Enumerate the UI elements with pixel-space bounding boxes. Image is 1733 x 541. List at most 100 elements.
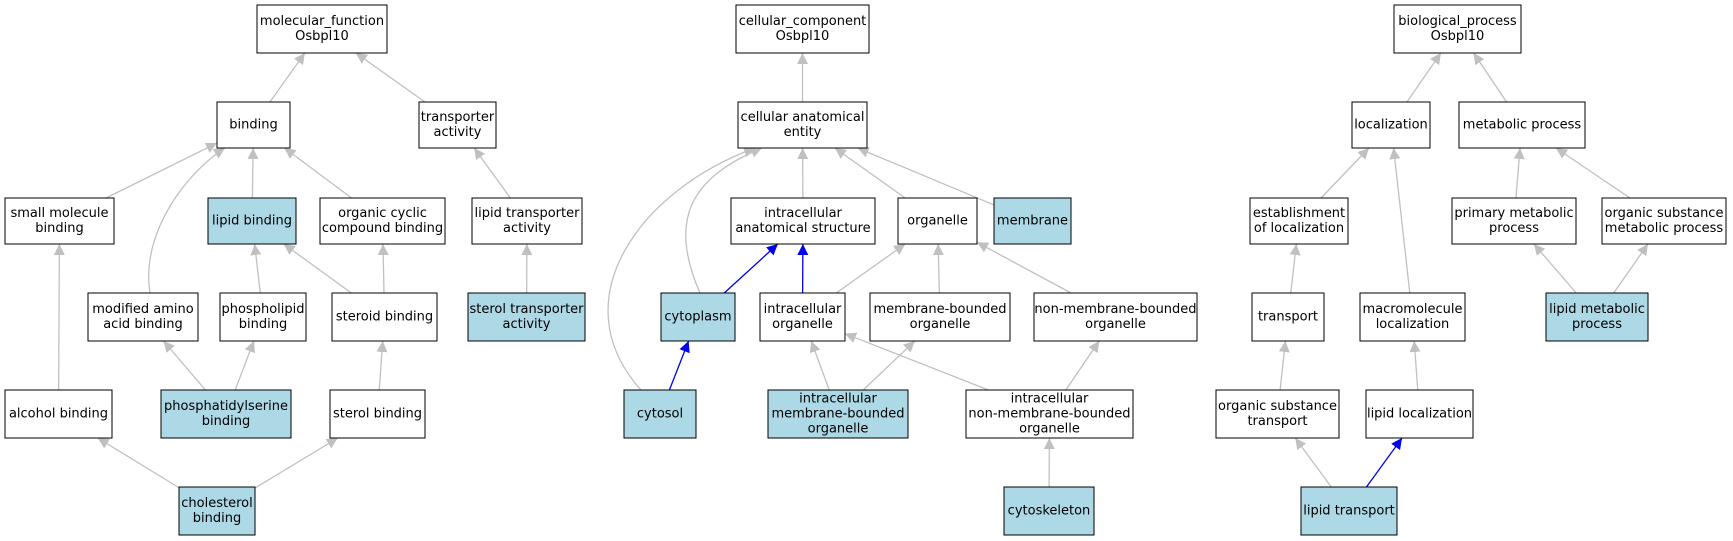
node-label-line: cellular_component: [739, 14, 867, 29]
node-lipid_localization[interactable]: lipid localization: [1365, 389, 1474, 439]
node-lipid_transport[interactable]: lipid transport: [1300, 486, 1398, 536]
edge-lipid_transport-to-organic_substance_transport: [1294, 437, 1332, 488]
node-label-line: acid binding: [103, 317, 183, 332]
edge-phospholipid_binding-to-lipid_binding: [250, 243, 262, 294]
node-steroid_binding[interactable]: steroid binding: [331, 292, 438, 342]
edge-alcohol_binding-to-small_molecule_binding: [53, 243, 65, 391]
edge-intracellular_organelle-to-organelle: [835, 243, 906, 294]
edge-modified_amino-to-binding: [148, 147, 226, 294]
node-box: [1451, 197, 1577, 245]
node-membrane[interactable]: membrane: [993, 197, 1072, 245]
node-label-line: biological_process: [1398, 14, 1517, 29]
node-box: [219, 292, 307, 342]
node-label-line: organic substance: [1218, 399, 1337, 414]
node-label-line: establishment: [1253, 206, 1345, 221]
edge-organic_cyclic-to-binding: [284, 147, 352, 199]
edge-cytosol-to-cytoplasm: [668, 340, 690, 391]
node-label-line: membrane-bounded: [771, 407, 904, 422]
node-sterol_binding[interactable]: sterol binding: [329, 389, 426, 439]
node-box: [993, 197, 1072, 245]
node-alcohol_binding[interactable]: alcohol binding: [4, 389, 113, 439]
node-organelle[interactable]: organelle: [897, 197, 978, 245]
node-box: [1351, 101, 1431, 149]
node-label-line: organelle: [1019, 422, 1080, 437]
node-lipid_binding[interactable]: lipid binding: [207, 197, 297, 245]
edge-cytoplasm-to-ias: [723, 243, 779, 294]
node-label-line: entity: [784, 125, 822, 140]
node-box: [1251, 292, 1325, 342]
node-cytoskeleton[interactable]: cytoskeleton: [1003, 486, 1095, 536]
node-label-line: transport: [1258, 310, 1318, 325]
node-metabolic_process[interactable]: metabolic process: [1458, 101, 1586, 149]
edge-cytosol-to-cae: [607, 146, 756, 391]
edge-organic_substance_transport-to-transport: [1278, 340, 1290, 391]
node-label-line: molecular_function: [260, 14, 384, 29]
node-cytoplasm[interactable]: cytoplasm: [660, 292, 736, 342]
node-box: [216, 101, 291, 149]
node-box: [331, 292, 438, 342]
node-label-line: cytosol: [637, 407, 683, 422]
edge-primary_metabolic-to-metabolic_process: [1513, 147, 1525, 199]
node-box: [737, 101, 868, 149]
node-box: [329, 389, 426, 439]
node-label-line: metabolic process: [1463, 118, 1582, 133]
edge-inmbo-to-non_membrane_bounded: [1065, 340, 1100, 391]
edge-sterol_binding-to-steroid_binding: [376, 340, 388, 391]
node-box: [467, 292, 586, 342]
node-label-line: transporter: [421, 110, 495, 125]
node-localization[interactable]: localization: [1351, 101, 1431, 149]
node-box: [319, 197, 446, 245]
node-label-line: process: [1489, 221, 1539, 236]
node-label-line: macromolecule: [1362, 302, 1462, 317]
edge-lipid_transport-to-lipid_localization: [1365, 437, 1403, 488]
node-label-line: localization: [1376, 317, 1450, 332]
edge-organic_substance_metabolic-to-metabolic_process: [1555, 147, 1631, 199]
node-label-line: organic substance: [1605, 206, 1724, 221]
node-label-line: membrane: [997, 214, 1068, 229]
node-label-line: cytoskeleton: [1008, 504, 1091, 519]
node-transport[interactable]: transport: [1251, 292, 1325, 342]
edge-phosphatidylserine-to-modified_amino: [163, 340, 206, 391]
node-cytosol[interactable]: cytosol: [623, 389, 697, 439]
edge-lipid_binding-to-binding: [247, 147, 259, 199]
node-label-line: binding: [35, 221, 83, 236]
node-label-line: intracellular: [799, 392, 877, 407]
edge-small_molecule_binding-to-binding: [105, 142, 218, 199]
node-label-line: cellular anatomical: [741, 110, 865, 125]
node-box: [256, 4, 388, 54]
node-label-line: lipid binding: [212, 214, 292, 229]
node-label-line: primary metabolic: [1454, 206, 1573, 221]
node-label-line: lipid transporter: [475, 206, 581, 221]
node-label-line: small molecule: [11, 206, 109, 221]
node-binding[interactable]: binding: [216, 101, 291, 149]
node-inmbo[interactable]: intracellularnon-membrane-boundedorganel…: [965, 389, 1134, 439]
edge-membrane_bounded-to-organelle: [932, 243, 944, 294]
edge-metabolic_process-to-bp: [1473, 52, 1508, 103]
